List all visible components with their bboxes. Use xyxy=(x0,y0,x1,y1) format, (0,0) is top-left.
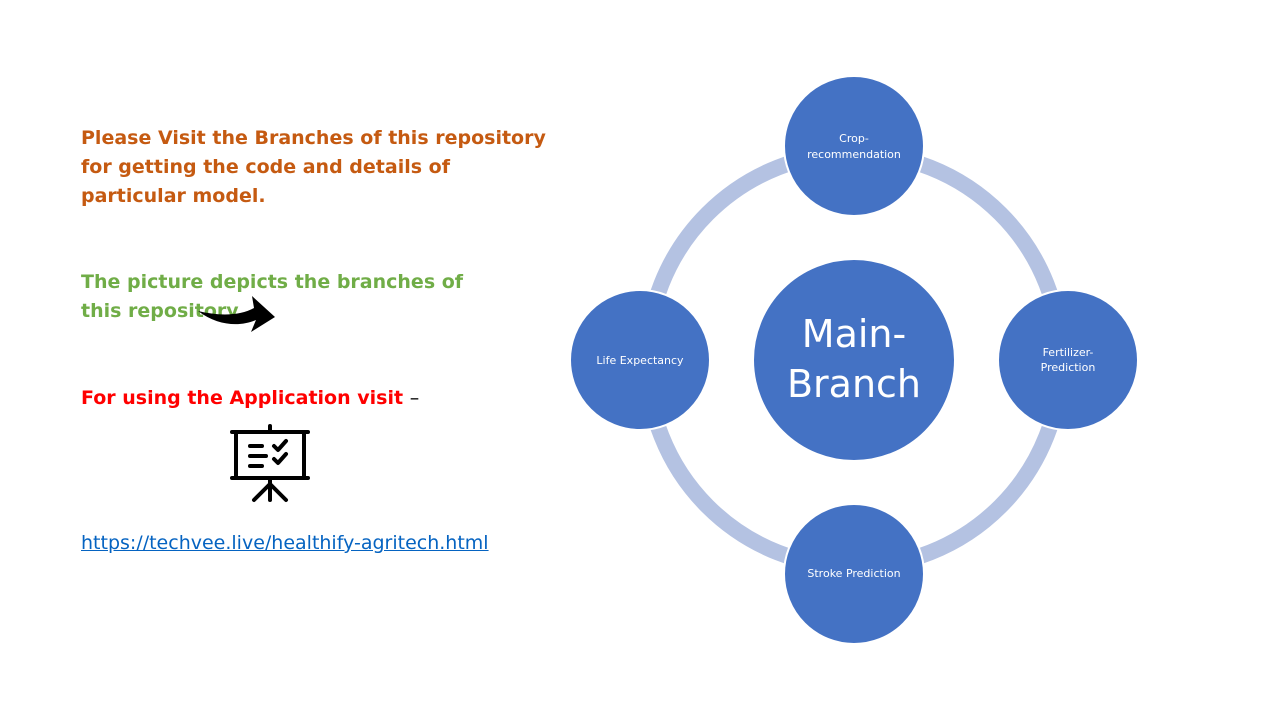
node-fertilizer-line2: Prediction xyxy=(1041,361,1096,374)
presentation-board-checklist-icon xyxy=(230,424,310,502)
node-crop-recommendation: Crop- recommendation xyxy=(783,75,925,217)
depicts-text: The picture depicts the branches of this… xyxy=(81,271,464,322)
main-branch-line2: Branch xyxy=(787,362,921,406)
node-crop-line1: Crop- xyxy=(839,132,869,145)
dash-separator: – xyxy=(409,387,420,409)
branches-diagram: Crop- recommendation Fertilizer- Predict… xyxy=(569,75,1139,645)
app-visit-label: For using the Application visit xyxy=(81,387,404,409)
node-stroke-label: Stroke Prediction xyxy=(807,567,900,580)
node-fertilizer-prediction: Fertilizer- Prediction xyxy=(997,289,1139,431)
curved-arrow-right-icon xyxy=(198,296,275,332)
application-link[interactable]: https://techvee.live/healthify-agritech.… xyxy=(81,532,489,554)
node-main-branch: Main- Branch xyxy=(752,258,956,462)
node-life-label: Life Expectancy xyxy=(596,354,684,367)
node-crop-line2: recommendation xyxy=(807,148,901,161)
node-stroke-prediction: Stroke Prediction xyxy=(783,503,925,645)
node-fertilizer-line1: Fertilizer- xyxy=(1043,346,1094,359)
main-branch-line1: Main- xyxy=(802,312,906,356)
intro-text: Please Visit the Branches of this reposi… xyxy=(81,127,546,207)
node-life-expectancy: Life Expectancy xyxy=(569,289,711,431)
app-visit-text: For using the Application visit – xyxy=(81,384,481,413)
